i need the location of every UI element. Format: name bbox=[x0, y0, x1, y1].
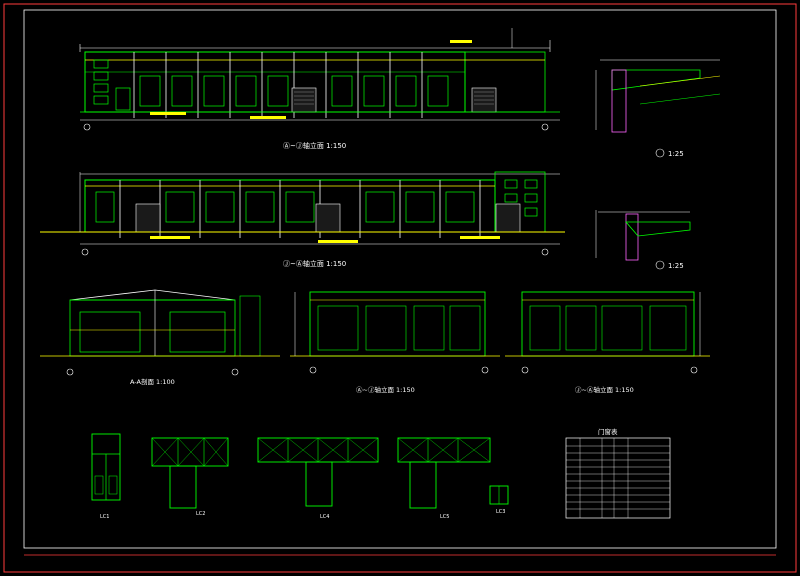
outer-frame bbox=[3, 3, 797, 573]
elevation-middle bbox=[40, 171, 565, 256]
detail-top bbox=[595, 59, 721, 158]
elev1-title: Ⓐ~Ⓙ轴立面 1:150 bbox=[283, 141, 346, 150]
detail-middle bbox=[595, 210, 691, 270]
detail1-scale: 1:25 bbox=[668, 150, 684, 158]
door-window-table bbox=[565, 437, 671, 519]
elev2-title: Ⓙ~Ⓐ轴立面 1:150 bbox=[283, 259, 346, 268]
elev4-title: Ⓙ~Ⓐ轴立面 1:150 bbox=[575, 385, 634, 394]
window-label-lc1: LC1 bbox=[100, 514, 109, 520]
window-label-lc3: LC3 bbox=[496, 509, 505, 515]
elev3-title: Ⓐ~Ⓙ轴立面 1:150 bbox=[356, 385, 415, 394]
section-aa-title: A-A剖面 1:100 bbox=[130, 377, 175, 386]
window-label-lc5: LC5 bbox=[440, 514, 449, 520]
window-label-lc4: LC4 bbox=[320, 514, 329, 520]
door-table-title: 门窗表 bbox=[598, 427, 618, 436]
detail2-scale: 1:25 bbox=[668, 262, 684, 270]
inner-frame bbox=[23, 9, 777, 549]
window-label-lc2: LC2 bbox=[196, 511, 205, 517]
elevation-bottom-left bbox=[290, 291, 500, 374]
elevation-top bbox=[79, 28, 560, 131]
section-aa bbox=[40, 289, 280, 376]
elevation-bottom-right bbox=[505, 291, 710, 374]
window-types bbox=[91, 433, 509, 509]
